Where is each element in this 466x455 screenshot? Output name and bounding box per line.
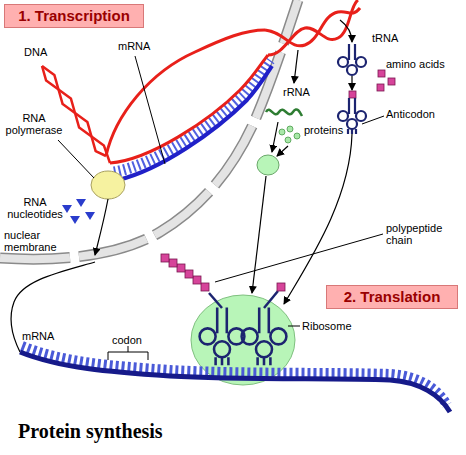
nuclear-membrane — [0, 0, 298, 259]
part-label: DNA — [24, 46, 47, 58]
anticodon-bases — [348, 129, 356, 134]
amino-acid — [201, 283, 209, 291]
amino-acid — [177, 264, 185, 272]
part-label: mRNA — [118, 40, 150, 52]
part-label: proteins — [304, 124, 343, 136]
part-label: Anticodon — [386, 108, 435, 120]
trna-stem — [349, 98, 355, 114]
trna-stem — [209, 293, 222, 308]
trna-loop — [347, 119, 357, 129]
flow-arrow — [95, 199, 108, 255]
trna-loop — [356, 111, 366, 121]
flow-arrow — [340, 20, 352, 42]
mrna-path — [11, 262, 95, 352]
leader-line — [362, 116, 384, 124]
leader-line — [58, 140, 94, 178]
rna-nucleotide — [85, 212, 95, 220]
codon-bracket — [108, 346, 148, 360]
trna-stem — [259, 308, 269, 334]
amino-acid — [277, 283, 285, 291]
amino-acid — [388, 78, 395, 85]
trna-symbol — [242, 308, 287, 366]
anticodon-bases — [258, 357, 271, 365]
stage-title: 1. Transcription — [5, 5, 143, 27]
part-label: RNA nucleotides — [4, 196, 66, 220]
protein-dot — [294, 133, 300, 139]
flow-arrow — [284, 134, 352, 304]
amino-acid — [185, 270, 193, 278]
trna-loop — [270, 328, 286, 344]
stage-title: 2. Translation — [327, 286, 457, 308]
amino-acid — [349, 91, 356, 98]
trna-loop — [347, 65, 357, 75]
ribosome-subunit — [257, 155, 279, 175]
part-label: polypeptide chain — [386, 222, 458, 246]
amino-acid — [377, 84, 384, 91]
flow-arrow — [252, 176, 266, 293]
amino-acid — [161, 254, 169, 262]
dna-strand — [268, 0, 358, 55]
flow-arrow — [272, 122, 278, 152]
flow-arrow — [351, 76, 352, 90]
leader-line — [215, 234, 383, 282]
part-label: codon — [112, 334, 142, 346]
trna-loop — [242, 328, 258, 344]
part-label: rRNA — [283, 86, 310, 98]
trna-stem — [264, 291, 278, 308]
part-label: nuclear membrane — [4, 229, 66, 253]
dna-strand — [42, 66, 110, 163]
trna-loop — [338, 57, 348, 67]
amino-acid — [169, 259, 177, 267]
rna-nucleotide — [70, 216, 80, 224]
part-label: Ribosome — [302, 320, 352, 332]
rna-polymerase — [91, 171, 125, 199]
trna-loop — [214, 341, 230, 357]
rna-nucleotide — [62, 205, 72, 213]
dna-strand — [106, 30, 265, 156]
mrna-strand — [118, 66, 272, 180]
mrna-bases — [22, 346, 447, 405]
protein-dot — [287, 126, 293, 132]
amino-acid — [378, 70, 385, 77]
flow-arrow — [294, 50, 298, 83]
protein-dot — [279, 129, 285, 135]
flow-arrow — [277, 146, 288, 156]
trna-loop — [200, 328, 216, 344]
part-label: amino acids — [386, 58, 445, 70]
rna-nucleotide — [76, 199, 86, 207]
part-label: mRNA — [22, 330, 54, 342]
trna-symbol — [338, 44, 366, 75]
trna-stem — [349, 44, 355, 60]
trna-loop — [356, 57, 366, 67]
leader-line — [288, 326, 300, 327]
trna-symbol — [200, 308, 245, 366]
trna-loop — [256, 341, 272, 357]
diagram-title: Protein synthesis — [18, 420, 163, 443]
mrna-strand — [20, 352, 450, 412]
amino-acid — [193, 276, 201, 284]
stage-box: 1. Transcription — [4, 4, 144, 28]
nuclear-membrane — [0, 0, 298, 259]
part-label: RNA polymerase — [2, 112, 66, 136]
anticodon-bases — [216, 357, 229, 365]
trna-loop — [338, 111, 348, 121]
protein-dot — [285, 137, 291, 143]
rrna-strand — [266, 109, 302, 116]
stage-box: 2. Translation — [326, 285, 458, 309]
part-label: tRNA — [372, 32, 398, 44]
trna-stem — [217, 308, 227, 334]
leader-line — [135, 56, 165, 164]
